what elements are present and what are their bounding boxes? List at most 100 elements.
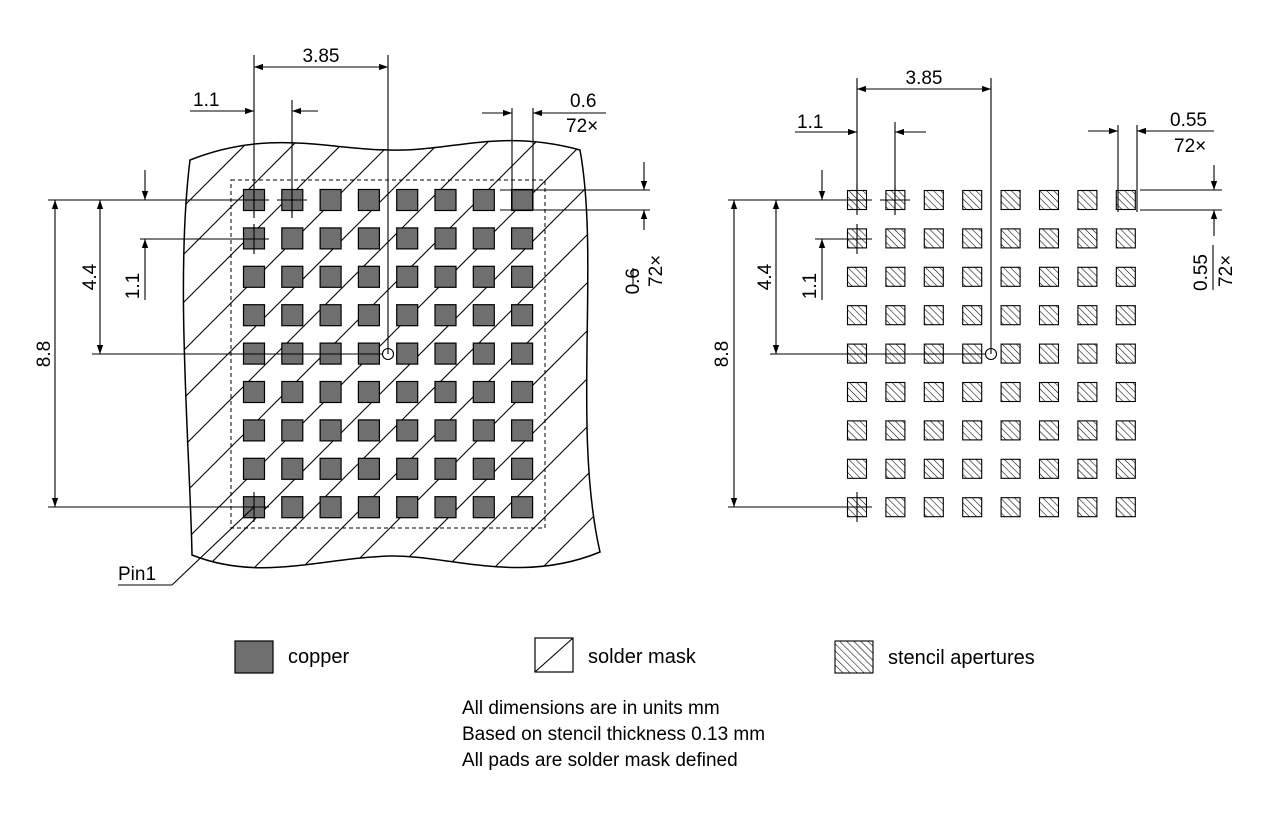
stencil-pad xyxy=(846,381,868,403)
legend: copper solder mask stencil apertures xyxy=(234,637,1035,674)
pin1-callout: Pin1 xyxy=(118,506,255,586)
copper-pad xyxy=(281,419,304,442)
copper-pad-grid xyxy=(239,185,534,522)
dim-text-0.55: 0.55 xyxy=(1170,110,1207,131)
copper-pad xyxy=(511,496,534,519)
copper-pad xyxy=(434,304,457,327)
solder-mask-hatch-line xyxy=(183,140,531,568)
stencil-pad xyxy=(1000,381,1021,403)
copper-pad xyxy=(357,457,380,480)
solder-mask-hatch-line xyxy=(1038,100,1280,600)
stencil-pad xyxy=(962,497,983,518)
legend-solder-mask: solder mask xyxy=(534,637,697,673)
dim-text-0.55-side: 0.55 xyxy=(1191,254,1212,291)
solder-mask-hatch-line xyxy=(0,100,146,600)
dim-text-1.1-side: 1.1 xyxy=(123,273,144,299)
copper-pad xyxy=(511,304,534,327)
stencil-pad xyxy=(923,266,944,287)
stencil-pad xyxy=(1115,266,1136,287)
copper-pad xyxy=(319,265,342,288)
copper-pad xyxy=(281,265,304,288)
dim-text-3.85-right: 3.85 xyxy=(906,68,943,89)
copper-pad xyxy=(472,188,495,212)
pin1-label: Pin1 xyxy=(118,564,156,585)
dim-pad-size-top: 0.6 72× xyxy=(482,91,606,210)
copper-pad xyxy=(472,227,495,250)
stencil-pad xyxy=(962,420,983,441)
copper-pad xyxy=(319,457,342,480)
copper-pad xyxy=(511,419,534,442)
stencil-pad xyxy=(1077,343,1098,364)
stencil-pad xyxy=(1038,497,1060,518)
note-stencil: Based on stencil thickness 0.13 mm xyxy=(462,724,766,745)
solder-mask-hatch-line xyxy=(846,100,1280,600)
legend-copper: copper xyxy=(234,640,349,674)
dim-text-72x: 72× xyxy=(566,116,598,137)
stencil-pad xyxy=(1077,497,1098,518)
copper-pad xyxy=(242,380,266,404)
stencil-pad xyxy=(885,420,906,441)
stencil-swatch-icon xyxy=(834,640,874,674)
dim-pad-size-side: 0.6 72× xyxy=(500,162,667,294)
stencil-pad xyxy=(1077,189,1098,211)
copper-pad xyxy=(396,188,419,212)
solder-mask-hatch-line xyxy=(183,140,291,568)
copper-pad xyxy=(472,304,495,327)
stencil-pad xyxy=(1077,228,1098,249)
stencil-pad xyxy=(962,266,983,287)
dim-text-4.4-right: 4.4 xyxy=(755,263,776,290)
copper-pad xyxy=(472,342,495,365)
copper-pad xyxy=(357,265,380,288)
dim-text-3.85: 3.85 xyxy=(303,46,340,67)
solder-mask-hatch-line xyxy=(750,100,1250,600)
stencil-pad xyxy=(1000,497,1021,518)
legend-stencil-label: stencil apertures xyxy=(888,647,1035,669)
copper-pad xyxy=(242,304,266,327)
dim-text-72x-right: 72× xyxy=(1174,136,1206,157)
solder-mask-hatch-line xyxy=(183,140,339,568)
copper-pad xyxy=(396,304,419,327)
stencil-pad xyxy=(1115,343,1136,364)
dim-text-1.1: 1.1 xyxy=(193,90,219,111)
copper-pad xyxy=(357,304,380,327)
copper-pad xyxy=(511,265,534,288)
stencil-pad xyxy=(1038,458,1060,479)
copper-pad xyxy=(434,457,457,480)
solder-mask-hatch-line xyxy=(413,140,600,568)
stencil-pad xyxy=(885,497,906,518)
dim-pad-pitch-x-right: 1.1 xyxy=(795,112,926,212)
stencil-aperture-grid xyxy=(842,185,1136,522)
dim-pitch-y-full: 8.8 xyxy=(34,199,268,508)
dim-pitch-x-right: 3.85 xyxy=(856,68,992,354)
copper-pad xyxy=(434,342,457,365)
stencil-pad xyxy=(1000,343,1021,364)
copper-pad xyxy=(472,265,495,288)
stencil-pad xyxy=(962,381,983,403)
stencil-pad xyxy=(846,305,868,326)
copper-pad xyxy=(434,265,457,288)
copper-pad xyxy=(396,265,419,288)
solder-mask-hatch-line xyxy=(221,140,600,568)
dim-pad-size-side-right: 0.55 72× xyxy=(1140,165,1237,291)
dim-pitch-y-half: 4.4 xyxy=(80,200,382,355)
stencil-pad xyxy=(1000,305,1021,326)
dim-pad-pitch-y-right: 1.1 xyxy=(800,170,870,300)
dim-pad-size-top-right: 0.55 72× xyxy=(1088,110,1214,212)
copper-pad xyxy=(281,496,304,519)
stencil-pad xyxy=(1000,458,1021,479)
copper-pad xyxy=(319,380,342,404)
copper-pad xyxy=(357,496,380,519)
copper-swatch-icon xyxy=(234,640,274,674)
stencil-pad xyxy=(923,458,944,479)
stencil-pad xyxy=(846,266,868,287)
copper-pad xyxy=(396,227,419,250)
copper-pad xyxy=(319,227,342,250)
dim-text-0.6: 0.6 xyxy=(570,91,596,112)
stencil-pad xyxy=(1038,266,1060,287)
copper-pad xyxy=(281,227,304,250)
dim-pad-pitch-x: 1.1 xyxy=(190,90,318,218)
stencil-pad xyxy=(923,497,944,518)
copper-pad xyxy=(434,380,457,404)
copper-pad xyxy=(319,419,342,442)
